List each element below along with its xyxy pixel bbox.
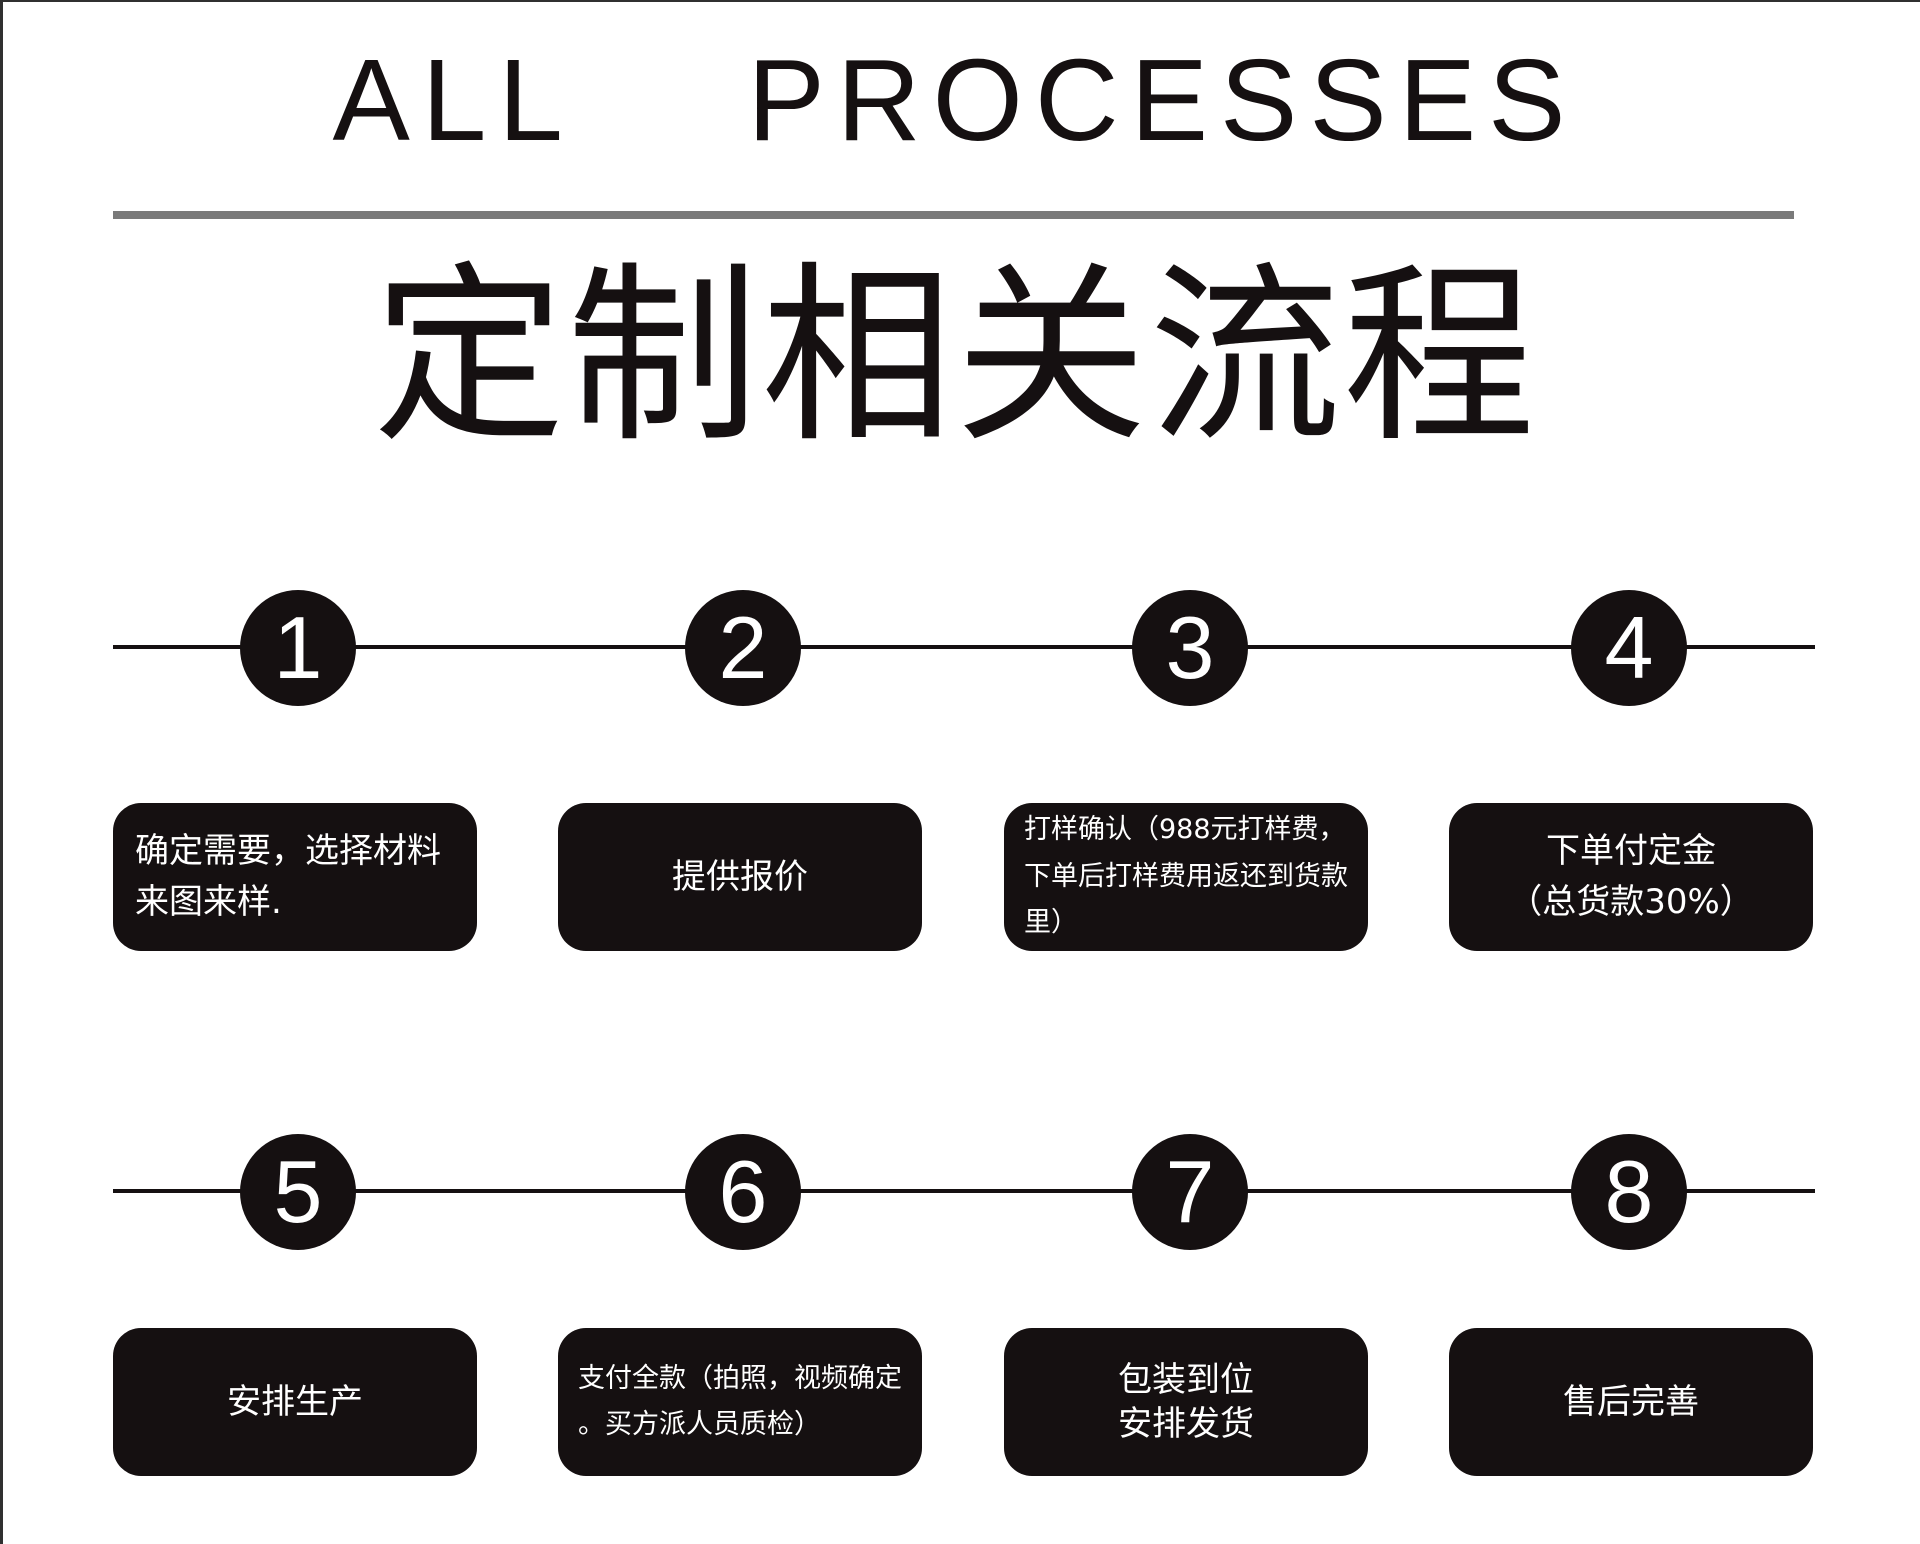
step-number-badge-3: 3 (1132, 590, 1248, 706)
step-8-line-1: 售后完善 (1563, 1381, 1699, 1422)
step-7-line-1: 包装到位 (1118, 1359, 1254, 1400)
step-card-7: 包装到位 安排发货 (1004, 1328, 1368, 1476)
step-2-line-1: 提供报价 (672, 856, 808, 897)
step-number-badge-6: 6 (685, 1134, 801, 1250)
step-number-badge-5: 5 (240, 1134, 356, 1250)
step-card-4: 下单付定金 （总货款30%） (1449, 803, 1813, 951)
step-number-badge-4: 4 (1571, 590, 1687, 706)
step-number-badge-8: 8 (1571, 1134, 1687, 1250)
step-6-line-2: 。买方派人员质检） (578, 1409, 821, 1440)
step-card-6: 支付全款（拍照，视频确定 。买方派人员质检） (558, 1328, 922, 1476)
timeline-row-2 (113, 1189, 1815, 1193)
step-4-line-2: （总货款30%） (1508, 882, 1754, 922)
step-card-3: 打样确认（988元打样费， 下单后打样费用返还到货款 里） (1004, 803, 1368, 951)
step-5-line-1: 安排生产 (227, 1381, 363, 1422)
step-number-badge-1: 1 (240, 590, 356, 706)
step-1-line-2: 来图来样. (135, 882, 282, 922)
step-1-line-1: 确定需要，选择材料 (135, 831, 441, 871)
step-7-line-2: 安排发货 (1118, 1404, 1254, 1444)
chinese-title: 定制相关流程 (373, 246, 1537, 469)
step-card-5: 安排生产 (113, 1328, 477, 1476)
step-card-2: 提供报价 (558, 803, 922, 951)
step-number-badge-2: 2 (685, 590, 801, 706)
step-3-line-2: 下单后打样费用返还到货款 (1024, 860, 1348, 892)
step-number-badge-7: 7 (1132, 1134, 1248, 1250)
english-title: ALL PROCESSES (332, 35, 1578, 165)
title-divider (113, 211, 1794, 219)
step-3-line-3: 里） (1024, 907, 1078, 939)
step-card-1: 确定需要，选择材料 来图来样. (113, 803, 477, 951)
step-6-line-1: 支付全款（拍照，视频确定 (578, 1362, 902, 1394)
step-card-8: 售后完善 (1449, 1328, 1813, 1476)
step-3-line-1: 打样确认（988元打样费， (1024, 814, 1346, 846)
timeline-row-1 (113, 645, 1815, 649)
step-4-line-1: 下单付定金 (1545, 831, 1716, 871)
